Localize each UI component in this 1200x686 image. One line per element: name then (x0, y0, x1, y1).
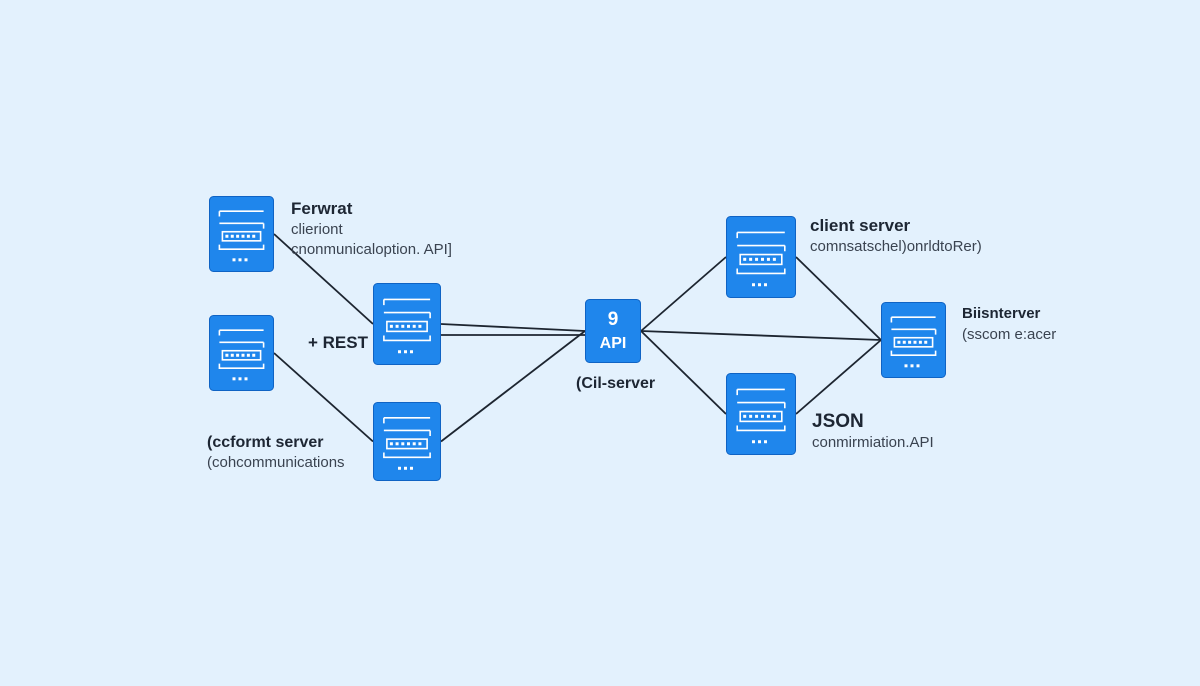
connector-g-h (795, 339, 882, 415)
rest-label: + REST (308, 332, 368, 354)
api-hub-node[interactable]: 9 API (585, 299, 641, 363)
rest-text: + REST (308, 333, 368, 352)
node-f-title: client server (810, 216, 911, 235)
connector-c-hub (440, 323, 586, 332)
server-node-f[interactable] (726, 216, 796, 298)
node-c-subtitle: (cohcommunications (207, 454, 345, 471)
node-c-label: (ccformt server (cohcommunications (207, 433, 345, 473)
server-panel-icon (726, 373, 796, 455)
node-h-title: Biisnterver (962, 305, 1041, 322)
server-panel-icon (373, 283, 441, 365)
node-g-label: JSON conmirmiation.API (812, 411, 934, 453)
connector-b-e (273, 352, 374, 443)
node-a-subtitle-1: clieriont (291, 221, 343, 238)
connector-hub-f (640, 256, 727, 332)
api-hub-icon (585, 299, 641, 363)
node-a-subtitle-2: cnonmunicaloption. API] (291, 241, 452, 258)
server-node-g[interactable] (726, 373, 796, 455)
connector-a-c (273, 233, 374, 325)
server-panel-icon (209, 196, 274, 272)
server-node-e[interactable] (373, 402, 441, 481)
server-node-a[interactable] (209, 196, 274, 272)
server-node-h[interactable] (881, 302, 946, 378)
connector-hub-h (640, 330, 882, 341)
connector-f-h (795, 256, 882, 341)
server-node-c[interactable] (373, 283, 441, 365)
server-node-b[interactable] (209, 315, 274, 391)
hub-caption: (Cil-server (576, 373, 655, 395)
node-h-label: Biisnterver (sscom e:acer (962, 303, 1056, 345)
node-a-label: Ferwrat clieriont cnonmunicaloption. API… (291, 198, 452, 260)
server-panel-icon (373, 402, 441, 481)
node-f-subtitle: comnsatschel)onrldtoRer) (810, 238, 982, 255)
server-panel-icon (209, 315, 274, 391)
connector-e-hub (440, 330, 586, 443)
node-h-subtitle: (sscom e:acer (962, 326, 1057, 343)
connector-lines (273, 233, 882, 443)
hub-number: 9 (607, 309, 619, 330)
node-g-title: JSON (812, 411, 864, 432)
server-panel-icon (726, 216, 796, 298)
node-f-label: client server comnsatschel)onrldtoRer) (810, 215, 982, 257)
node-c-title: (ccformt server (207, 434, 324, 451)
connector-hub-g (640, 330, 727, 415)
hub-caption-text: (Cil-server (576, 375, 656, 392)
node-a-title: Ferwrat (291, 199, 353, 218)
server-panel-icon (881, 302, 946, 378)
node-g-subtitle: conmirmiation.API (812, 434, 934, 451)
hub-label: API (599, 335, 627, 352)
